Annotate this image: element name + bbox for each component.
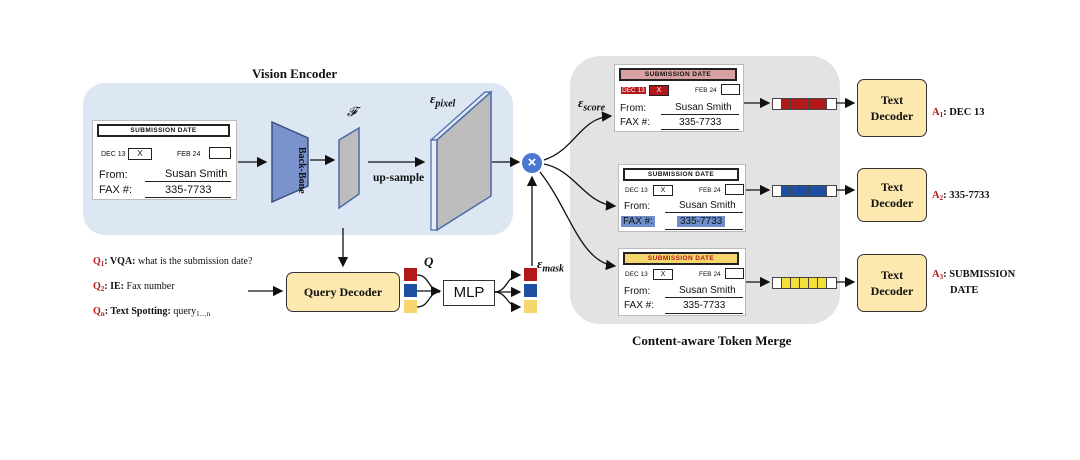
answer-1: A1: DEC 13 — [932, 107, 985, 119]
answer-3: A3: SUBMISSION DATE — [932, 269, 1016, 296]
query-square-yellow — [404, 300, 417, 313]
doc-empty-box — [209, 147, 231, 159]
doc-mark: X — [128, 148, 152, 160]
pixel-embedding — [429, 90, 493, 232]
vision-encoder-title: Vision Encoder — [252, 66, 338, 81]
query-square-blue — [404, 284, 417, 297]
feature-label: 𝓕 — [347, 104, 357, 119]
token-strip-red — [772, 98, 837, 110]
mlp-block: MLP — [443, 280, 495, 306]
e-mask-label: εmask — [537, 256, 565, 275]
query-n: Qn: Text Spotting: query1…n — [93, 306, 211, 318]
doc-from-value: Susan Smith — [165, 168, 228, 180]
merge-doc-3: SUBMISSION DATE DEC 13 X FEB 24 From: Su… — [618, 248, 746, 316]
doc-date2: FEB 24 — [177, 151, 201, 158]
upsample-label: up-sample — [373, 172, 425, 184]
text-decoder-3: Text Decoder — [857, 254, 927, 312]
token-strip-blue — [772, 185, 837, 197]
merge-doc-2: SUBMISSION DATE DEC 13 X FEB 24 From: Su… — [618, 164, 746, 232]
answer-2: A2: 335-7733 — [932, 190, 990, 202]
mask-square-yellow — [524, 300, 537, 313]
merge-doc-1: SUBMISSION DATE DEC 13 X FEB 24 From: Su… — [614, 64, 744, 132]
doc-fax-value: 335-7733 — [165, 184, 212, 196]
feature-map — [338, 126, 360, 210]
query-decoder: Query Decoder — [286, 272, 400, 312]
doc-header: SUBMISSION DATE — [97, 124, 230, 137]
text-decoder-1: Text Decoder — [857, 79, 927, 137]
q-label: Q — [424, 254, 434, 269]
token-merge-title: Content-aware Token Merge — [632, 333, 792, 348]
mask-square-blue — [524, 284, 537, 297]
backbone-block — [271, 120, 309, 204]
e-pixel-label: εpixel — [430, 91, 456, 110]
query-1: Q1: VQA: what is the submission date? — [93, 256, 253, 268]
multiply-node: × — [522, 153, 542, 173]
doc-date1: DEC 13 — [101, 151, 126, 158]
doc-fax-label: FAX #: — [99, 184, 133, 196]
token-strip-yellow — [772, 277, 837, 289]
doc-from-label: From: — [99, 169, 128, 181]
mask-square-red — [524, 268, 537, 281]
query-2: Q2: IE: Fax number — [93, 281, 175, 293]
input-document: SUBMISSION DATE DEC 13 X FEB 24 From: Su… — [92, 120, 237, 200]
query-square-red — [404, 268, 417, 281]
text-decoder-2: Text Decoder — [857, 168, 927, 222]
e-score-label: εscore — [578, 95, 606, 114]
